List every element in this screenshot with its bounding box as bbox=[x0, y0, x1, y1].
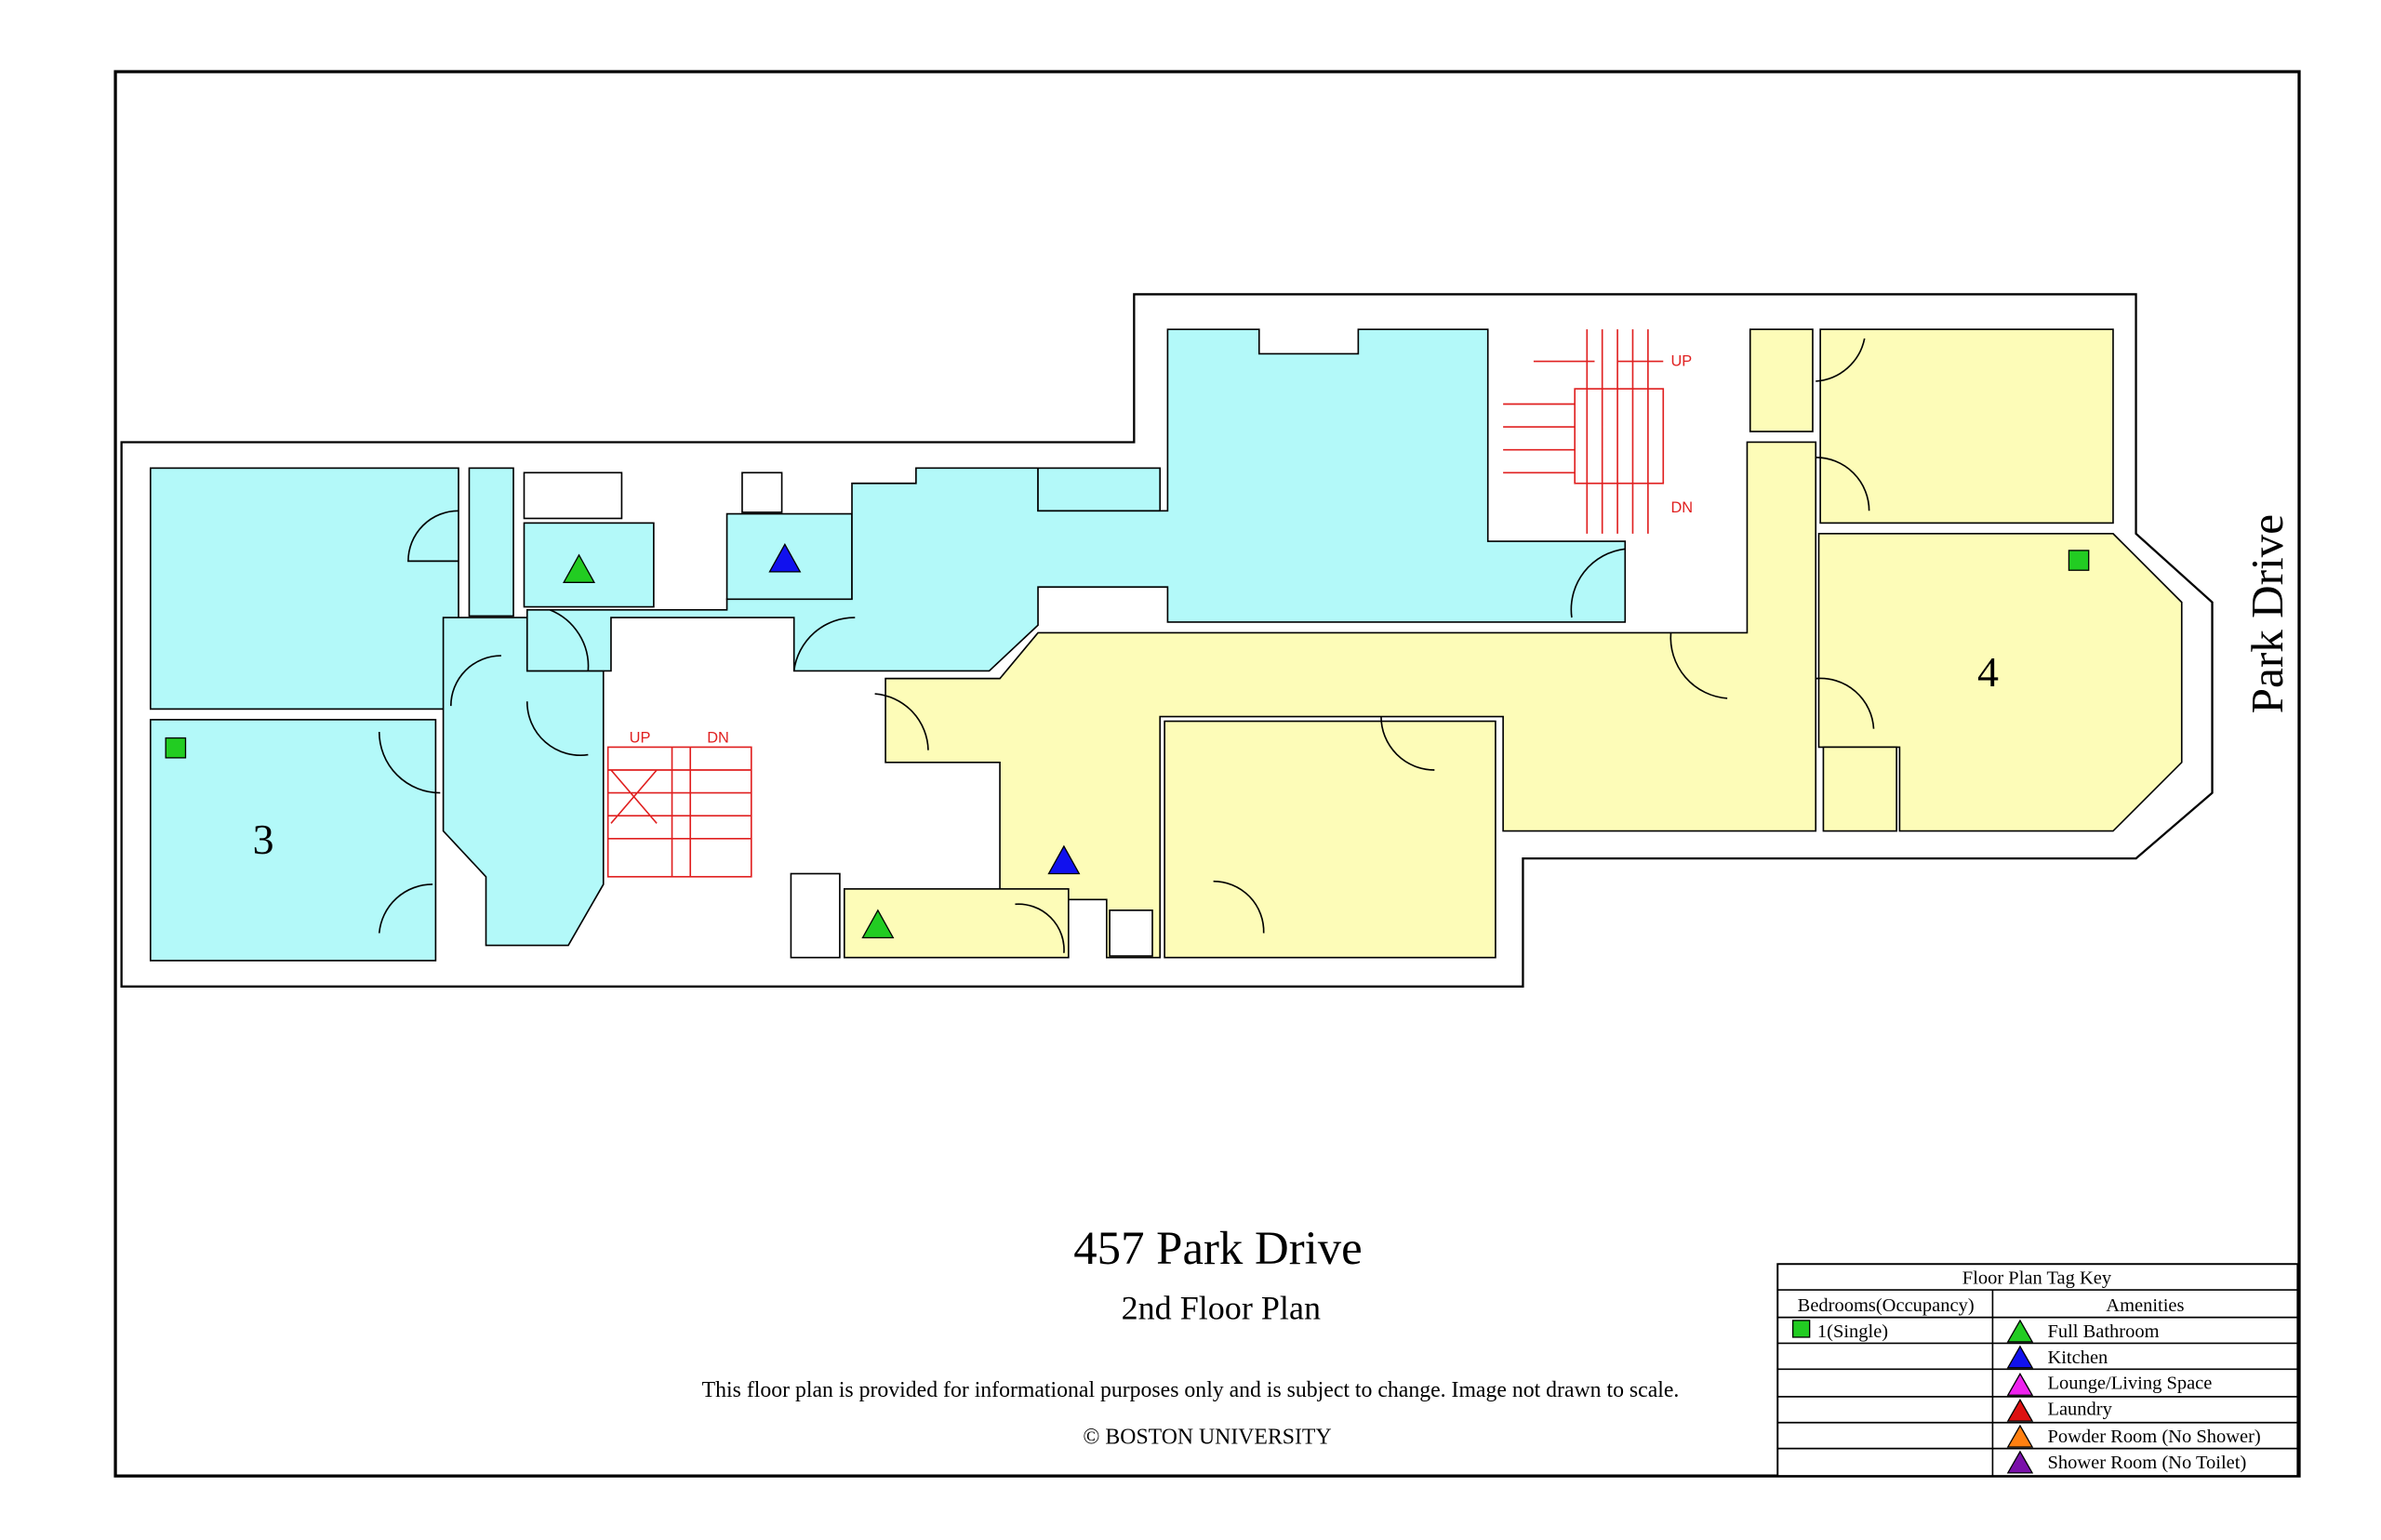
doors bbox=[378, 338, 1875, 953]
room-number-4: 4 bbox=[1977, 648, 1999, 696]
single-bedroom-tag bbox=[2068, 550, 2090, 571]
full-bathroom-tag bbox=[563, 553, 596, 583]
bedroom-top-left bbox=[149, 467, 459, 710]
disclaimer: This floor plan is provided for informat… bbox=[702, 1378, 1680, 1402]
bathtub bbox=[523, 471, 623, 520]
legend-powder-room-icon bbox=[2006, 1424, 2034, 1448]
stove bbox=[1109, 909, 1153, 957]
legend-laundry: Laundry bbox=[2047, 1400, 2112, 1420]
legend-single-swatch bbox=[1791, 1320, 1811, 1338]
stairs-up-label: UP bbox=[630, 729, 651, 746]
single-bedroom-tag bbox=[165, 737, 187, 759]
legend-full-bathroom-icon bbox=[2006, 1319, 2034, 1343]
legend-title: Floor Plan Tag Key bbox=[1962, 1268, 2112, 1289]
bedroom-3 bbox=[149, 719, 437, 962]
floor-subtitle: 2nd Floor Plan bbox=[1122, 1289, 1321, 1326]
hallway-main bbox=[885, 441, 1817, 959]
stairs-up-label: UP bbox=[1670, 353, 1692, 370]
street-label: Park Drive bbox=[2241, 514, 2293, 713]
unit-3 bbox=[149, 328, 1627, 962]
stairs-left: UP DN bbox=[606, 729, 752, 878]
legend-kitchen: Kitchen bbox=[2047, 1348, 2108, 1368]
closet-4 bbox=[1822, 746, 1897, 832]
legend-table: Floor Plan Tag Key Bedrooms(Occupancy) A… bbox=[1776, 1263, 2299, 1478]
bedroom-top-right bbox=[1819, 328, 2114, 524]
legend-laundry-icon bbox=[2006, 1398, 2034, 1422]
legend-shower-room: Shower Room (No Toilet) bbox=[2047, 1453, 2246, 1473]
legend-single-label: 1(Single) bbox=[1817, 1321, 1888, 1342]
stairs-right: UP DN bbox=[1503, 329, 1693, 534]
legend-lounge-icon bbox=[2006, 1372, 2034, 1396]
closet bbox=[468, 467, 514, 617]
legend-kitchen-icon bbox=[2006, 1345, 2034, 1369]
legend-powder-room: Powder Room (No Shower) bbox=[2047, 1427, 2260, 1447]
full-bathroom-tag bbox=[861, 909, 895, 939]
legend-amenities-header: Amenities bbox=[2106, 1295, 2184, 1316]
bathroom-left bbox=[523, 522, 655, 608]
legend-bedrooms-header: Bedrooms(Occupancy) bbox=[1798, 1295, 1975, 1316]
built-in bbox=[1037, 467, 1162, 512]
legend-full-bathroom: Full Bathroom bbox=[2047, 1321, 2159, 1342]
legend-shower-room-icon bbox=[2006, 1450, 2034, 1474]
kitchen-tag bbox=[768, 542, 802, 573]
room-number-3: 3 bbox=[253, 816, 274, 863]
building-title: 457 Park Drive bbox=[1073, 1222, 1362, 1274]
unit-4 bbox=[741, 328, 2183, 959]
bedroom-bottom-middle bbox=[1164, 720, 1496, 959]
stove-top bbox=[741, 471, 783, 513]
bathtub-bottom bbox=[790, 872, 841, 959]
closet-top-right bbox=[1749, 328, 1814, 432]
building-outline bbox=[120, 293, 2214, 988]
copyright: © BOSTON UNIVERSITY bbox=[1083, 1426, 1331, 1450]
stairs-dn-label: DN bbox=[707, 729, 729, 746]
legend-lounge: Lounge/Living Space bbox=[2047, 1374, 2212, 1394]
kitchen-tag bbox=[1047, 844, 1081, 875]
stairs-dn-label: DN bbox=[1670, 499, 1693, 516]
